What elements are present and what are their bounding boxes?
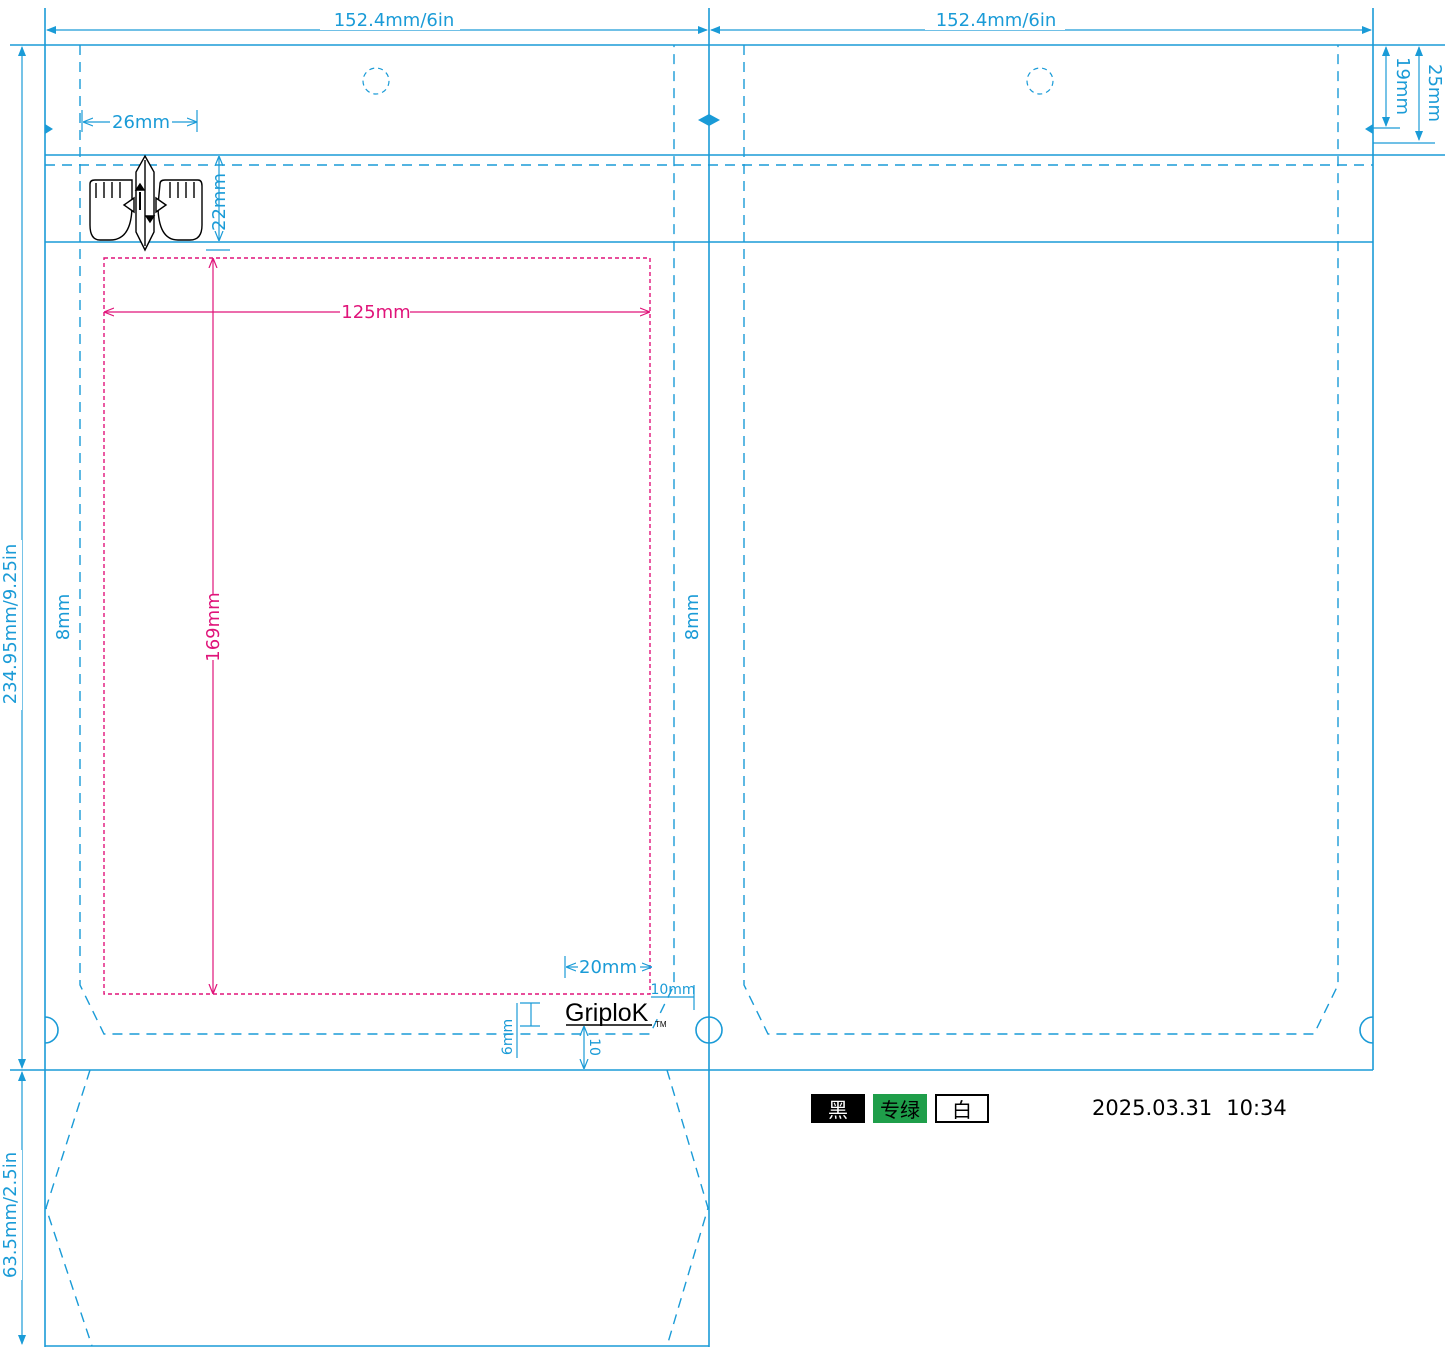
svg-text:GriploK: GriploK	[565, 999, 649, 1027]
hands-tear-zipper-icon	[89, 154, 203, 252]
color-swatch-green: 专绿	[873, 1094, 927, 1123]
side-seal-left-label: 8mm	[53, 594, 74, 641]
top-19-label: 19mm	[1392, 57, 1413, 115]
edge-marker	[1365, 124, 1373, 134]
right-panel-seal	[743, 45, 1339, 1035]
cut-outline	[10, 8, 1445, 1347]
logo-bottom-10-label: 10	[586, 1038, 602, 1056]
logo-offset-10mm-label: 10mm	[650, 982, 695, 998]
gusset-outline	[45, 1069, 709, 1347]
notch-right	[1359, 1016, 1374, 1044]
zipper-band-label: 22mm	[209, 173, 230, 231]
color-swatch-black: 黑	[811, 1094, 865, 1123]
width-label-right: 152.4mm/6in	[936, 10, 1057, 31]
edge-marker	[698, 114, 720, 126]
edge-marker	[45, 124, 53, 134]
print-width-label: 125mm	[341, 302, 410, 323]
notch-left	[44, 1016, 59, 1044]
height-label: 234.95mm/9.25in	[0, 544, 21, 705]
top-25-label: 25mm	[1424, 64, 1445, 122]
gusset-height-label: 63.5mm/2.5in	[0, 1152, 21, 1278]
notch-center	[695, 1016, 723, 1044]
print-area	[103, 257, 651, 995]
logo-bottom-6-label: 6mm	[500, 1019, 516, 1055]
width-label-left: 152.4mm/6in	[334, 10, 455, 31]
left-panel-seal	[79, 45, 675, 1035]
stamp-date: 2025.03.31	[1092, 1096, 1213, 1120]
hang-offset-label: 26mm	[112, 112, 170, 133]
color-legend: 黑 专绿 白	[811, 1094, 989, 1123]
color-swatch-white: 白	[935, 1094, 989, 1123]
hang-hole-icon	[1026, 67, 1054, 95]
timestamp: 2025.03.31 10:34	[1092, 1096, 1287, 1120]
print-height-label: 169mm	[203, 592, 224, 661]
griplok-logo: GriploK TM	[565, 999, 667, 1029]
stamp-time: 10:34	[1226, 1096, 1287, 1120]
svg-text:TM: TM	[655, 1020, 667, 1029]
logo-offset-20-label: 20mm	[579, 957, 637, 978]
side-seal-right-label: 8mm	[682, 594, 703, 641]
hang-hole-icon	[362, 67, 390, 95]
